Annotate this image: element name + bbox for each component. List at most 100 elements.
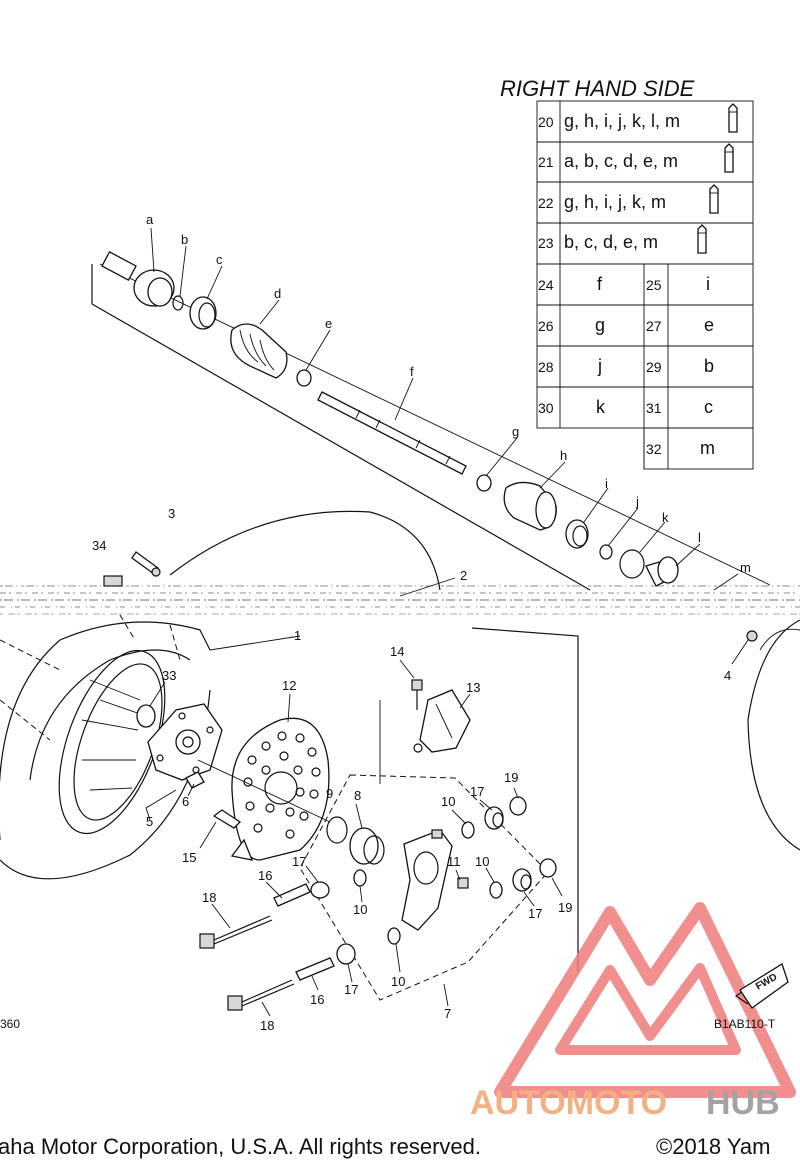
callout-b: b xyxy=(181,232,188,247)
callout-8: 8 xyxy=(354,788,361,803)
callout-17: 17 xyxy=(292,854,306,869)
table-row-num: 24 xyxy=(538,277,554,293)
callout-4: 4 xyxy=(724,668,731,683)
table-row-num: 20 xyxy=(538,114,554,130)
wheel-bearing xyxy=(349,827,385,865)
callout-17: 17 xyxy=(470,784,484,799)
long-bolt xyxy=(227,979,295,1011)
cv-joint-outer xyxy=(101,251,175,307)
spacer xyxy=(336,943,356,965)
callout-j: j xyxy=(635,494,639,509)
hub-bolt xyxy=(185,771,205,797)
table-row-text: b, c, d, e, m xyxy=(564,232,658,252)
table-row-num: 30 xyxy=(538,400,554,416)
table-row-num: 27 xyxy=(646,318,662,334)
callout-1: 1 xyxy=(294,628,301,643)
table-row-value: g xyxy=(595,315,605,335)
cv-joint-inner xyxy=(503,481,557,531)
callout-33: 33 xyxy=(162,668,176,683)
callout-f: f xyxy=(410,364,414,379)
knuckle-circlip xyxy=(326,816,348,844)
ring xyxy=(619,549,645,579)
small-band xyxy=(296,369,312,387)
scan-noise-band xyxy=(0,585,800,615)
table-title: RIGHT HAND SIDE xyxy=(500,76,695,101)
callout-h: h xyxy=(560,448,567,463)
watermark-brand-b: HUB xyxy=(706,1084,780,1122)
spacer xyxy=(484,806,504,830)
callout-d: d xyxy=(274,286,281,301)
callout-l: l xyxy=(698,530,701,545)
watermark-brand: AUTOMOTO HUB xyxy=(470,1084,780,1122)
wheel-guide-lines xyxy=(0,614,181,741)
footer-copyright-right: ©2018 Yam xyxy=(656,1134,770,1159)
boot-band-inner xyxy=(565,519,589,549)
callout-16: 16 xyxy=(258,868,272,883)
rim-spokes xyxy=(81,679,147,791)
hub-spacer xyxy=(136,681,166,728)
fwd-arrow-icon: FWD xyxy=(734,963,789,1009)
leader-lines-numbers xyxy=(209,635,563,1017)
drive-shaft-assembly xyxy=(91,251,771,591)
nut xyxy=(509,796,527,816)
callout-12: 12 xyxy=(282,678,296,693)
table-row-value: f xyxy=(597,274,603,294)
oil-seal xyxy=(645,556,679,587)
callout-5: 5 xyxy=(146,814,153,829)
table-row-num: 29 xyxy=(646,359,662,375)
callout-17: 17 xyxy=(528,906,542,921)
grease-tube-icon xyxy=(724,143,734,173)
table-row-num: 31 xyxy=(646,400,662,416)
callout-m: m xyxy=(740,560,751,575)
table-row-text: g, h, i, j, k, m xyxy=(564,192,666,212)
callout-19: 19 xyxy=(558,900,572,915)
callout-3: 3 xyxy=(168,506,175,521)
long-bolt xyxy=(199,915,273,949)
knuckle xyxy=(401,829,453,931)
brake-disc xyxy=(230,717,330,861)
callout-c: c xyxy=(216,252,223,267)
right-side-nut xyxy=(731,630,758,665)
callout-6: 6 xyxy=(182,794,189,809)
collar xyxy=(273,883,311,907)
grease-tube-icon xyxy=(697,224,707,254)
watermark-logo xyxy=(494,902,796,1098)
bracket xyxy=(419,689,471,753)
table-row-num: 28 xyxy=(538,359,554,375)
small-band-inner xyxy=(476,474,492,492)
circlip-inner xyxy=(599,544,613,560)
bushing xyxy=(461,821,475,839)
table-row-value: j xyxy=(597,356,602,376)
drive-shaft xyxy=(317,391,467,475)
callout-15: 15 xyxy=(182,850,196,865)
diagram-code-left: 360 xyxy=(0,1017,20,1031)
callout-g: g xyxy=(512,424,519,439)
callout-13: 13 xyxy=(466,680,480,695)
callout-19: 19 xyxy=(504,770,518,785)
table-row-value: b xyxy=(704,356,714,376)
diagram-code-right: B1AB110-T xyxy=(714,1017,776,1031)
wheel-assembly xyxy=(0,510,800,880)
valve-stem xyxy=(131,551,161,577)
table-row-text: g, h, i, j, k, l, m xyxy=(564,111,680,131)
table-row-value: c xyxy=(704,397,713,417)
callout-34: 34 xyxy=(92,538,106,553)
collar xyxy=(295,957,335,981)
callout-18: 18 xyxy=(202,890,216,905)
callout-2: 2 xyxy=(460,568,467,583)
callout-k: k xyxy=(662,510,669,525)
callout-18: 18 xyxy=(260,1018,274,1033)
table-row-num: 32 xyxy=(646,441,662,457)
reference-table: RIGHT HAND SIDE 20 g, h, i, j, k, l, m 2… xyxy=(500,76,754,470)
table-row-num: 21 xyxy=(538,154,554,170)
callout-11: 11 xyxy=(447,854,461,869)
spacer xyxy=(310,881,330,899)
callout-a: a xyxy=(146,212,154,227)
bushing xyxy=(489,881,503,899)
boot-band xyxy=(189,296,217,330)
bracket-bolt xyxy=(399,659,423,710)
bushing xyxy=(387,927,401,945)
callout-17: 17 xyxy=(344,982,358,997)
valve-cap xyxy=(103,575,123,587)
